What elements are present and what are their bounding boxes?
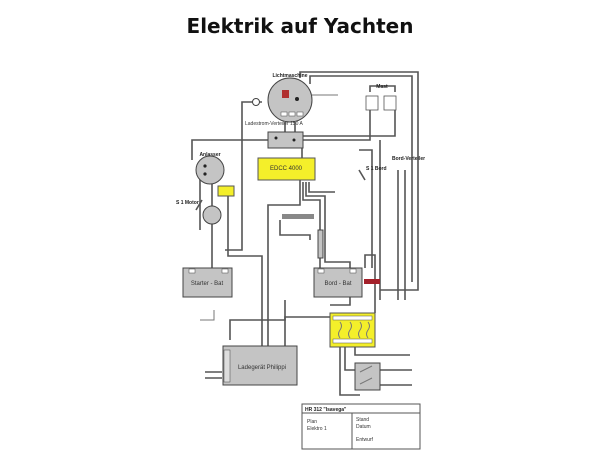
controller: EDCC 4000 [257, 157, 316, 181]
fuse [217, 185, 235, 197]
controller-label: EDCC 4000 [270, 166, 303, 172]
switch-s1-motor: S 1 Motor [176, 199, 203, 211]
charge-distributor: Ladestrom-Verteiler 150 A [245, 121, 304, 149]
alternator: Lichtmaschine [252, 73, 313, 123]
wires [191, 71, 419, 396]
page-title: Elektrik auf Yachten [186, 14, 414, 38]
switch-motor-label: S 1 Motor [176, 200, 199, 206]
title-block: HR 312 "Isavega" Plan Elektro 1 Stand Da… [301, 403, 421, 450]
datum-label: Datum [356, 424, 371, 430]
fuse-block [329, 312, 376, 348]
alternator-label: Lichtmaschine [272, 73, 307, 79]
board-distributor-label: Bord-Verteiler [392, 156, 425, 162]
switch-box [354, 362, 381, 391]
plan-label: Plan [307, 419, 317, 425]
charger-label: Ladegerät Philippi [238, 365, 286, 371]
starter-motor: Anlasser [195, 152, 225, 225]
mast-switches: Mast [365, 84, 397, 111]
mast-label: Mast [376, 84, 388, 90]
project-name: HR 312 "Isavega" [305, 407, 347, 413]
switch-s1-bord: S 1 Bord [358, 166, 387, 181]
board-battery: Bord - Bat [313, 267, 363, 298]
switch-board-label: S 1 Bord [366, 166, 387, 172]
stand-label: Stand [356, 417, 369, 423]
entwurf-label: Entwurf [356, 437, 374, 443]
terminal-strip [282, 214, 314, 219]
charge-distributor-label: Ladestrom-Verteiler 150 A [245, 121, 303, 127]
starter-label: Anlasser [199, 152, 220, 158]
starter-battery: Starter - Bat [182, 267, 233, 298]
starter-battery-label: Starter - Bat [191, 281, 224, 287]
charger: Ladegerät Philippi [222, 345, 298, 386]
board-battery-label: Bord - Bat [324, 281, 351, 287]
sheet-label: Elektro 1 [307, 426, 327, 432]
main-fuse [364, 279, 380, 284]
shunt [317, 229, 324, 259]
